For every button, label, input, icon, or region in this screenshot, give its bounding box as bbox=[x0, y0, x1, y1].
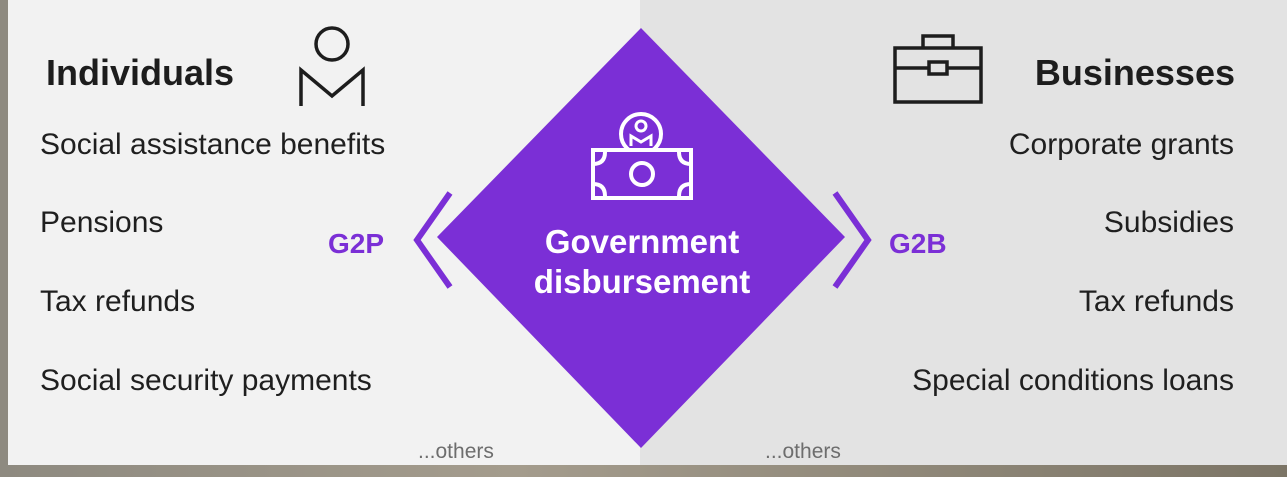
briefcase-icon bbox=[893, 34, 983, 104]
person-icon bbox=[299, 26, 365, 106]
individuals-item: Social security payments bbox=[40, 364, 372, 397]
chevron-right-icon bbox=[832, 191, 872, 289]
businesses-heading: Businesses bbox=[1034, 52, 1235, 93]
individuals-item: Tax refunds bbox=[40, 285, 196, 318]
g2b-label: G2B bbox=[889, 228, 947, 259]
businesses-item: Special conditions loans bbox=[912, 364, 1234, 397]
businesses-others: ...others bbox=[765, 440, 841, 463]
center-label-line2: disbursement bbox=[533, 263, 751, 300]
government-disbursement-label: Government disbursement bbox=[470, 222, 814, 302]
individuals-item: Pensions bbox=[40, 206, 164, 239]
individuals-heading: Individuals bbox=[46, 52, 235, 93]
individuals-others: ...others bbox=[418, 440, 494, 463]
individuals-item: Social assistance benefits bbox=[40, 128, 386, 161]
businesses-item: Tax refunds bbox=[1078, 285, 1234, 318]
center-label-line1: Government bbox=[544, 223, 740, 260]
g2p-label: G2P bbox=[328, 228, 385, 259]
money-icon bbox=[591, 112, 693, 200]
chevron-left-icon bbox=[413, 191, 453, 289]
businesses-item: Corporate grants bbox=[1008, 128, 1234, 161]
businesses-item: Subsidies bbox=[1103, 206, 1234, 239]
